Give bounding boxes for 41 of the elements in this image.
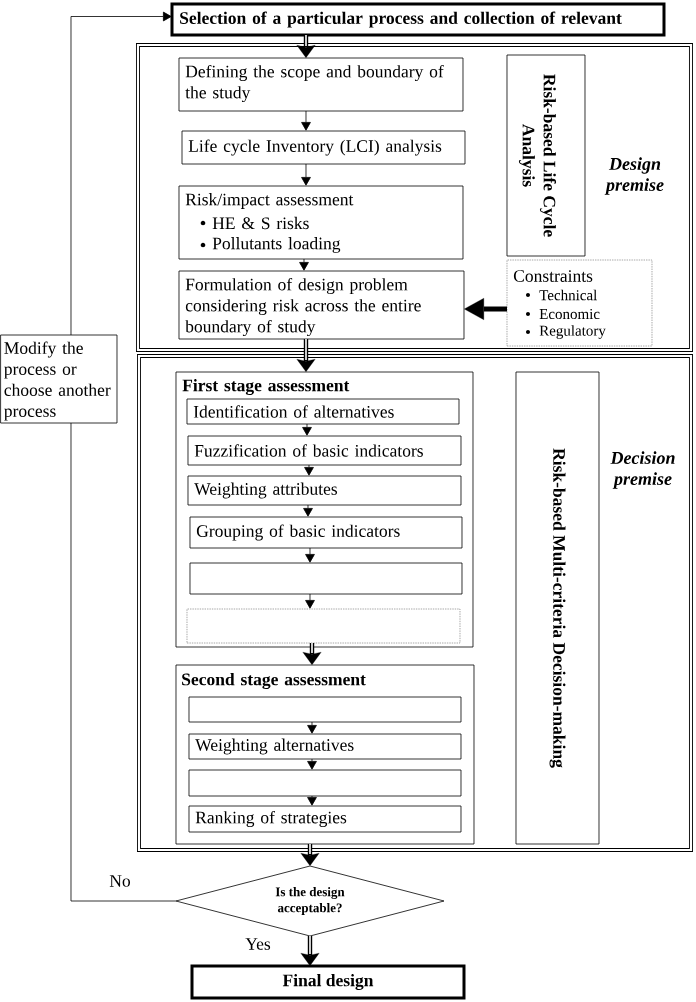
arrow (303, 504, 313, 517)
process-box: Final design (190, 964, 466, 1000)
arrow (300, 935, 320, 966)
edge-label: No (109, 875, 130, 887)
arrow (301, 110, 311, 131)
arrow (301, 163, 311, 186)
arrow (299, 258, 309, 271)
process-box: Ranking of strategies (188, 805, 462, 833)
arrow (302, 423, 312, 436)
process-box: Defining the scope and boundary of the study (178, 57, 464, 112)
process-box: Identification of alternatives (186, 398, 460, 425)
process-box: Life cycle Inventory (LCI) analysis (181, 130, 466, 165)
process-box: Weighting attributes (187, 475, 462, 506)
arrow (307, 721, 317, 734)
arrow (307, 758, 317, 770)
arrow (300, 843, 320, 866)
empty-box (188, 696, 462, 723)
empty-box (188, 769, 462, 797)
arrow (305, 547, 315, 563)
arrow (304, 464, 314, 476)
arrow (70, 11, 172, 336)
vertical-label-box: Risk-based Multi-criteria Decision-making (515, 371, 600, 845)
process-box: Risk/impact assessment HE & S risks Pollutants loading (178, 185, 464, 260)
vertical-label-box: Risk-based Life Cycle Analysis (506, 54, 586, 257)
process-box: Formulation of design problem considering risk across the entire boundary of study (178, 270, 465, 340)
process-box: Fuzzification of basic indicators (187, 435, 462, 466)
arrow (296, 338, 316, 372)
empty-box (189, 562, 463, 595)
arrow (305, 593, 315, 609)
process-box: Modify the process or choose another process (0, 334, 118, 424)
arrow (296, 34, 316, 58)
arrow (302, 642, 322, 665)
arrow (307, 795, 317, 806)
note-box: Constraints Technical Economic Regulatory (506, 259, 653, 347)
empty-box (186, 608, 461, 644)
edge-label: Yes (245, 938, 271, 950)
process-box: Grouping of basic indicators (189, 516, 463, 549)
arrow (464, 298, 507, 320)
process-box: Weighting alternatives (188, 733, 462, 760)
connector-line (70, 422, 177, 902)
process-box: Selection of a particular process and collection of relevant (170, 2, 666, 37)
